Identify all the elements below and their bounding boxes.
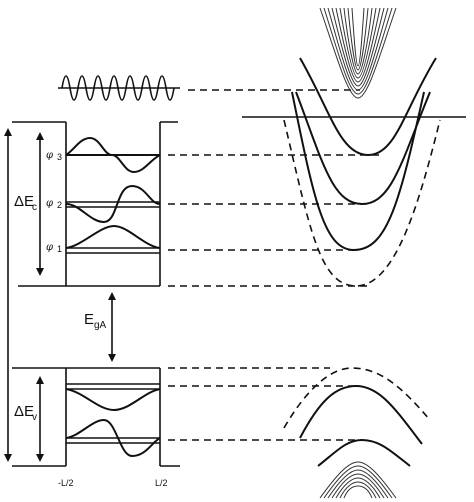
- phi1-subscript: 1: [57, 244, 62, 254]
- vb-subband-1: [299, 384, 423, 445]
- egap-subscript: gA: [94, 320, 107, 331]
- barrier-dispersion-dashed: [283, 119, 441, 287]
- subband-1: [291, 91, 425, 252]
- egap-arrow: E gA: [84, 292, 116, 362]
- phi2-label: φ: [46, 198, 53, 209]
- delta-ev-label: ΔE: [14, 403, 34, 420]
- wavefunction-phi2: [65, 184, 161, 224]
- phi1-label: φ: [46, 242, 53, 253]
- continuum-fan-top: [319, 7, 397, 99]
- subband-3: [299, 57, 437, 157]
- subband-2: [295, 91, 431, 206]
- delta-ec-subscript: c: [32, 202, 37, 213]
- phi3-subscript: 3: [57, 152, 62, 162]
- egap-label: E: [84, 311, 94, 328]
- x-tick-right: L/2: [155, 478, 168, 488]
- valence-subbands: [283, 367, 431, 467]
- vb-barrier-dispersion-dashed: [283, 367, 431, 429]
- vb-wavefunction-2: [65, 418, 161, 458]
- delta-ec-arrow: ΔE c: [14, 132, 44, 276]
- plane-wave-oscillation: [61, 75, 175, 101]
- conduction-subbands: [283, 57, 441, 287]
- x-tick-left: -L/2: [58, 478, 74, 488]
- dashed-connectors: [168, 154, 380, 441]
- wavefunction-phi1: [65, 224, 161, 249]
- valence-well: [12, 367, 180, 467]
- continuum-fan-bottom: [319, 461, 397, 499]
- delta-ev-subscript: v: [32, 412, 37, 423]
- plane-wave-top: [58, 75, 180, 101]
- delta-ev-arrow: ΔE v: [14, 376, 44, 462]
- phi2-subscript: 2: [57, 200, 62, 210]
- wavefunction-phi3: [65, 136, 161, 174]
- vb-wavefunction-1: [65, 388, 161, 412]
- vb-subband-2: [317, 438, 411, 467]
- phi3-label: φ: [46, 150, 53, 161]
- delta-ec-label: ΔE: [14, 193, 34, 210]
- conduction-well: φ 3 φ 2 φ 1: [12, 121, 178, 287]
